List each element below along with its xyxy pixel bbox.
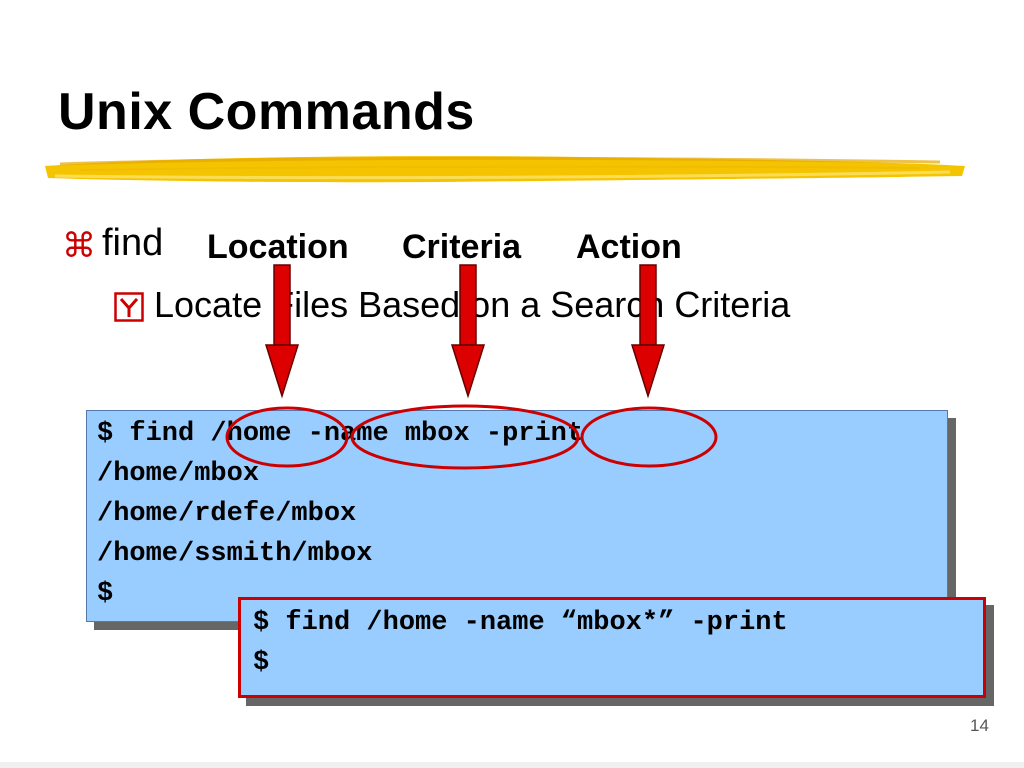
terminal-line: /home/mbox [97,459,260,489]
terminal-line: $ find /home -name mbox -print [97,419,584,449]
terminal-line: /home/ssmith/mbox [97,539,373,569]
find-keyword: find [102,222,164,264]
description-text: Locate Files Based on a Search Criteria [154,284,791,325]
footer-strip [0,762,1024,768]
criteria-label: Criteria [402,228,522,266]
checkbox-y-icon [114,292,144,322]
action-label: Action [576,228,682,266]
terminal-wildcard-box: $ find /home -name “mbox*” -print $ [238,597,986,698]
terminal-line: /home/rdefe/mbox [97,499,357,529]
title-underline-brushstroke [45,156,965,183]
terminal-line: $ [253,648,270,678]
slide-title: Unix Commands [58,83,475,141]
location-label: Location [207,228,349,266]
terminal-line: $ [97,579,114,609]
page-number: 14 [970,716,989,735]
command-key-icon: ⌘ [62,226,96,266]
terminal-line: $ find /home -name “mbox*” -print [253,608,788,638]
terminal-output-box: $ find /home -name mbox -print /home/mbo… [86,410,948,622]
